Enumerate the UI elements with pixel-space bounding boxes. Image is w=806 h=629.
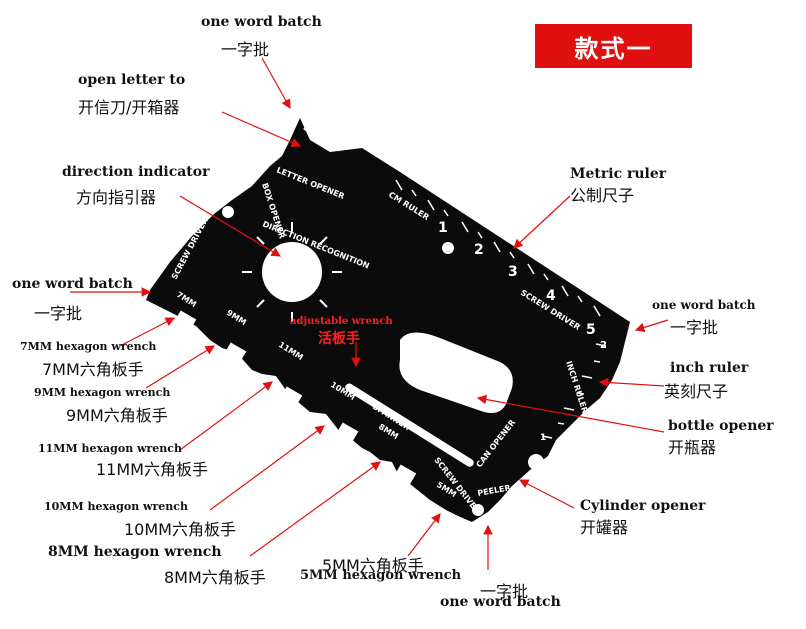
label-cylinder-cn: 开罐器 [580,518,629,537]
label-top-word-batch-en: one word batch [201,14,322,30]
label-hex7-en: 7MM hexagon wrench [20,340,157,353]
cm-number-4: 4 [546,288,556,304]
arrow-hex9 [145,345,216,389]
label-open-letter-cn: 开信刀/开箱器 [78,98,180,117]
arrow-open-letter [221,111,302,148]
label-inch-en: inch ruler [670,360,749,376]
label-hex9-cn: 9MM六角板手 [66,406,168,425]
arrow-inch [598,377,665,388]
arrow-cylinder [518,479,575,509]
label-left-word-batch-cn: 一字批 [34,304,83,323]
arrow-right-word-batch [634,319,669,333]
label-adjustable-en: adjustable wrench [290,316,393,327]
label-hex8-cn: 8MM六角板手 [164,568,266,587]
label-hex11-cn: 11MM六角板手 [96,460,208,479]
cm-number-5: 5 [586,322,596,338]
label-direction-en: direction indicator [62,164,210,180]
card-body [146,118,630,522]
label-hex8-en: 8MM hexagon wrench [48,544,222,560]
arrow-top-word-batch [261,57,291,110]
label-open-letter-en: open letter to [78,72,186,88]
label-bottom-word-batch-en: one word batch [440,594,561,610]
arrow-hex7 [119,317,176,347]
label-direction-cn: 方向指引器 [76,188,157,207]
arrow-metric [513,195,571,249]
label-right-word-batch-en: one word batch [652,298,756,312]
arrow-hex8 [249,461,381,557]
style-badge: 款式一 [535,24,692,68]
arrow-hex10 [209,425,325,511]
label-cylinder-en: Cylinder opener [580,498,706,514]
label-adjustable-cn: 活板手 [318,331,360,347]
label-inch-cn: 英刻尺子 [664,382,729,401]
label-hex10-cn: 10MM六角板手 [124,520,236,539]
label-hex9-en: 9MM hexagon wrench [34,386,171,399]
arrow-direction [179,195,282,257]
label-metric-en: Metric ruler [570,166,667,182]
label-top-word-batch-cn: 一字批 [221,40,270,59]
label-bottle-en: bottle opener [668,418,774,434]
arrow-hex11 [179,381,273,451]
arrow-bottle [476,394,665,433]
label-hex10-en: 10MM hexagon wrench [44,500,188,513]
label-bottle-cn: 开瓶器 [668,438,717,457]
arrow-hex5 [407,513,441,557]
label-hex5-cn: 5MM六角板手 [322,556,424,575]
label-hex7-cn: 7MM六角板手 [42,360,144,379]
inch-number-1: 1 [540,433,546,443]
inch-number-2: 2 [600,340,607,351]
label-left-word-batch-en: one word batch [12,276,133,292]
label-bottom-word-batch-cn: 一字批 [480,582,529,601]
cm-number-3: 3 [508,264,518,280]
cm-number-2: 2 [474,242,484,258]
label-hex5-en: 5MM hexagon wrench [300,568,462,583]
label-right-word-batch-cn: 一字批 [670,318,719,337]
label-hex11-en: 11MM hexagon wrench [38,442,182,455]
label-metric-cn: 公制尺子 [570,186,635,205]
cm-number-1: 1 [438,220,448,236]
